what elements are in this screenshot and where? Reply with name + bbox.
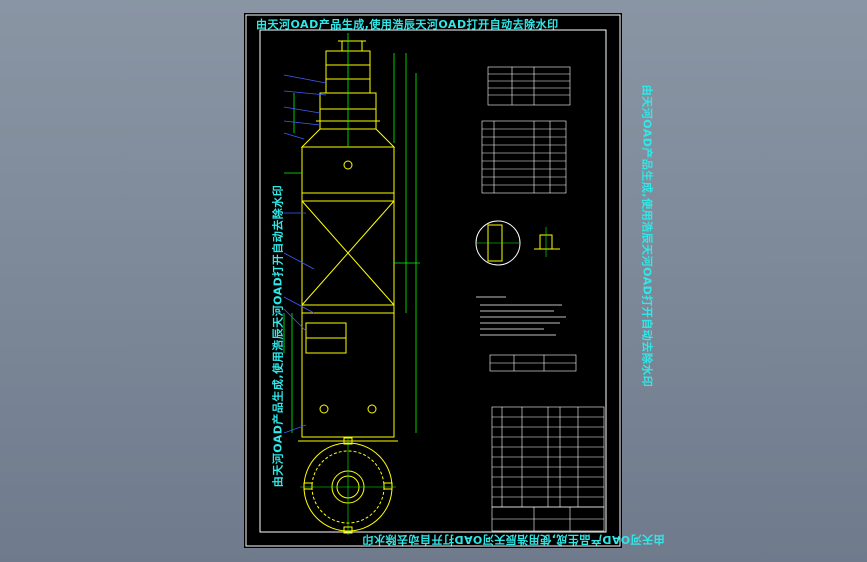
parts-list <box>491 406 605 508</box>
main-shell <box>301 146 395 438</box>
detail-circle <box>475 220 521 266</box>
outer-frame <box>245 14 621 547</box>
watermark-right: 由天河OAD产品生成,使用浩辰天河OAD打开自动去除水印 <box>640 84 654 388</box>
nozzle-lower-left <box>319 404 329 414</box>
detail-flange <box>534 227 560 257</box>
nozzle-table <box>481 120 567 194</box>
watermark-top: 由天河OAD产品生成,使用浩辰天河OAD打开自动去除水印 <box>256 18 559 31</box>
leader-lines <box>283 74 327 434</box>
design-data-table <box>487 66 571 106</box>
watermark-left: 由天河OAD产品生成,使用浩辰天河OAD打开自动去除水印 <box>271 184 285 488</box>
manhole-upper <box>343 160 353 170</box>
vessel-plan-view <box>300 437 396 535</box>
cad-drawing <box>245 14 621 547</box>
weight-table <box>489 354 577 372</box>
watermark-bottom: 由天河OAD产品生成,使用浩辰天河OAD打开自动去除水印 <box>362 533 665 546</box>
technical-notes <box>476 296 566 336</box>
dimension-lines <box>283 33 420 433</box>
title-block <box>491 506 605 532</box>
inner-frame <box>259 29 607 533</box>
top-nozzle <box>341 40 363 52</box>
nozzle-lower-right <box>367 404 377 414</box>
drawing-sheet: 由天河OAD产品生成,使用浩辰天河OAD打开自动去除水印 由天河OAD产品生成,… <box>244 13 665 548</box>
